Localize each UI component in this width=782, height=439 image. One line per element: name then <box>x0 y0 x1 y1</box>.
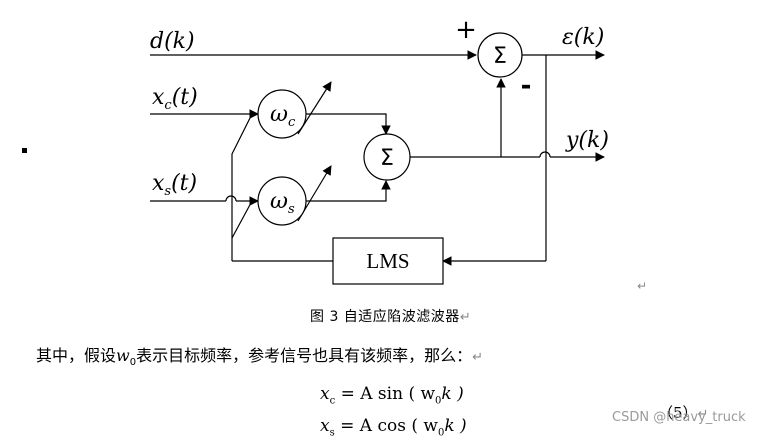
stray-return-mark: ↵ <box>637 279 647 293</box>
xs-hop <box>225 195 237 202</box>
xc-tap-line <box>231 113 253 261</box>
eq2-rhs-end: k ) <box>444 416 467 436</box>
paragraph-before: 其中，假设 <box>36 346 117 365</box>
csdn-watermark: CSDN @heavy_truck <box>612 410 746 425</box>
eq1-rhs-end: k ) <box>441 384 464 404</box>
adaptive-notch-filter-diagram: d(k) xc(t) xs(t) ε(k) y(k) ωc ωs Σ Σ + -… <box>150 15 647 293</box>
plus-sign: + <box>455 15 477 45</box>
equation-number: （5）↵ <box>658 402 708 423</box>
y-output-label: y(k) <box>565 128 609 153</box>
equation-xc: xc = A sin ( w0k ) <box>320 384 464 406</box>
eq2-lhs-sub: s <box>329 427 335 439</box>
equation-number-text: （5） <box>658 404 698 422</box>
paragraph-return-mark: ↵ <box>472 350 484 365</box>
caption-return-mark: ↵ <box>459 310 472 325</box>
figure-caption-text: 图 3 自适应陷波滤波器 <box>310 309 460 325</box>
middle-sum-node <box>363 133 411 181</box>
minus-sign: - <box>521 71 532 101</box>
wc-to-sum-line <box>306 113 391 135</box>
body-paragraph: 其中，假设w0表示目标频率，参考信号也具有该频率，那么：↵ <box>36 342 483 368</box>
paragraph-after: 表示目标频率，参考信号也具有该频率，那么： <box>136 346 473 365</box>
wc-weight-node <box>257 89 307 139</box>
xs-tap-line <box>231 200 253 239</box>
y-hop <box>539 151 551 158</box>
eq2-lhs: x <box>320 416 330 436</box>
lms-label: LMS <box>366 249 409 273</box>
middle-sum-symbol: Σ <box>380 146 394 171</box>
figure-caption: 图 3 自适应陷波滤波器↵ <box>310 306 471 326</box>
ws-weight-label: ωs <box>270 189 295 217</box>
eq1-rhs-sub: 0 <box>435 395 442 407</box>
equation-xs: xs = A cos ( w0k ) <box>320 416 467 438</box>
epsilon-label: ε(k) <box>562 25 604 50</box>
lms-block <box>332 237 444 285</box>
ws-weight-node <box>257 176 307 226</box>
top-sum-node <box>477 32 523 78</box>
top-sum-symbol: Σ <box>493 44 507 69</box>
eq2-rhs: = A cos ( w <box>334 416 438 436</box>
paragraph-var-sub: 0 <box>129 357 137 369</box>
xs-signal-label: xs(t) <box>152 171 197 199</box>
ws-to-sum-line <box>306 180 391 202</box>
eq1-lhs-sub: c <box>329 395 336 407</box>
xc-signal-label: xc(t) <box>152 85 198 113</box>
equation-return-mark: ↵ <box>697 407 709 422</box>
eq1-rhs: = A sin ( w <box>335 384 436 404</box>
d-signal-label: d(k) <box>150 29 195 54</box>
list-bullet <box>22 148 27 153</box>
wc-weight-label: ωc <box>270 102 296 130</box>
paragraph-var: w <box>116 346 130 365</box>
eq1-lhs: x <box>320 384 330 404</box>
eq2-rhs-sub: 0 <box>437 427 445 439</box>
